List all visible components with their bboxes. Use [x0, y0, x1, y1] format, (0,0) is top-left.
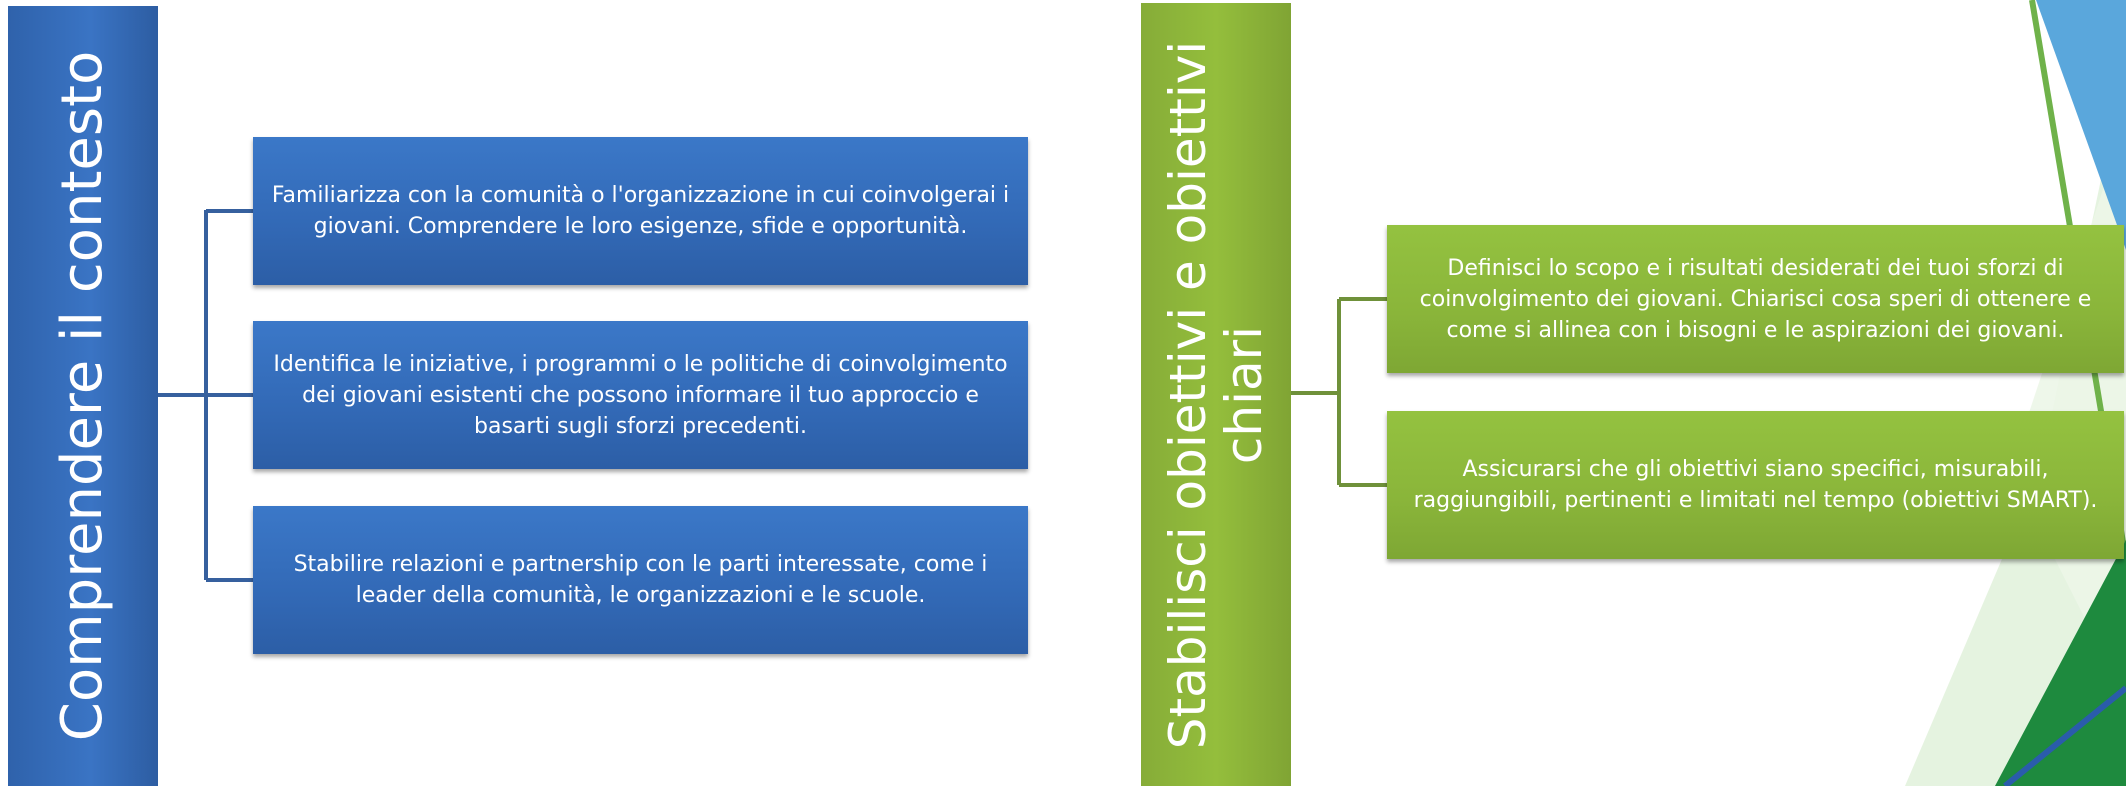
decor-blue-line [2003, 685, 2126, 786]
left-item-3: Stabilire relazioni e partnership con le… [253, 506, 1028, 654]
left-heading: Comprendere il contesto [49, 50, 115, 742]
left-item-2-text: Identifica le iniziative, i programmi o … [273, 351, 1008, 439]
left-item-1-text: Familiarizza con la comunità o l'organiz… [271, 183, 1010, 239]
decor-green-base [1995, 540, 2126, 786]
right-heading: Stabilisci obiettivi e obiettivi chiari [1159, 40, 1273, 749]
left-connectors [158, 209, 253, 582]
decor-light-green-shape [1905, 60, 2126, 786]
right-heading-bar: Stabilisci obiettivi e obiettivi chiari [1141, 3, 1291, 786]
right-item-2: Assicurarsi che gli obiettivi siano spec… [1387, 411, 2124, 559]
left-heading-bar: Comprendere il contesto [8, 6, 158, 786]
right-item-1: Definisci lo scopo e i risultati desider… [1387, 225, 2124, 373]
right-item-2-text: Assicurarsi che gli obiettivi siano spec… [1413, 457, 2098, 513]
left-item-1: Familiarizza con la comunità o l'organiz… [253, 137, 1028, 285]
left-item-2: Identifica le iniziative, i programmi o … [253, 321, 1028, 469]
right-item-1-text: Definisci lo scopo e i risultati desider… [1419, 255, 2092, 343]
right-connectors [1291, 297, 1387, 487]
decor-blue-triangle [2036, 0, 2126, 250]
left-item-3-text: Stabilire relazioni e partnership con le… [293, 552, 988, 608]
